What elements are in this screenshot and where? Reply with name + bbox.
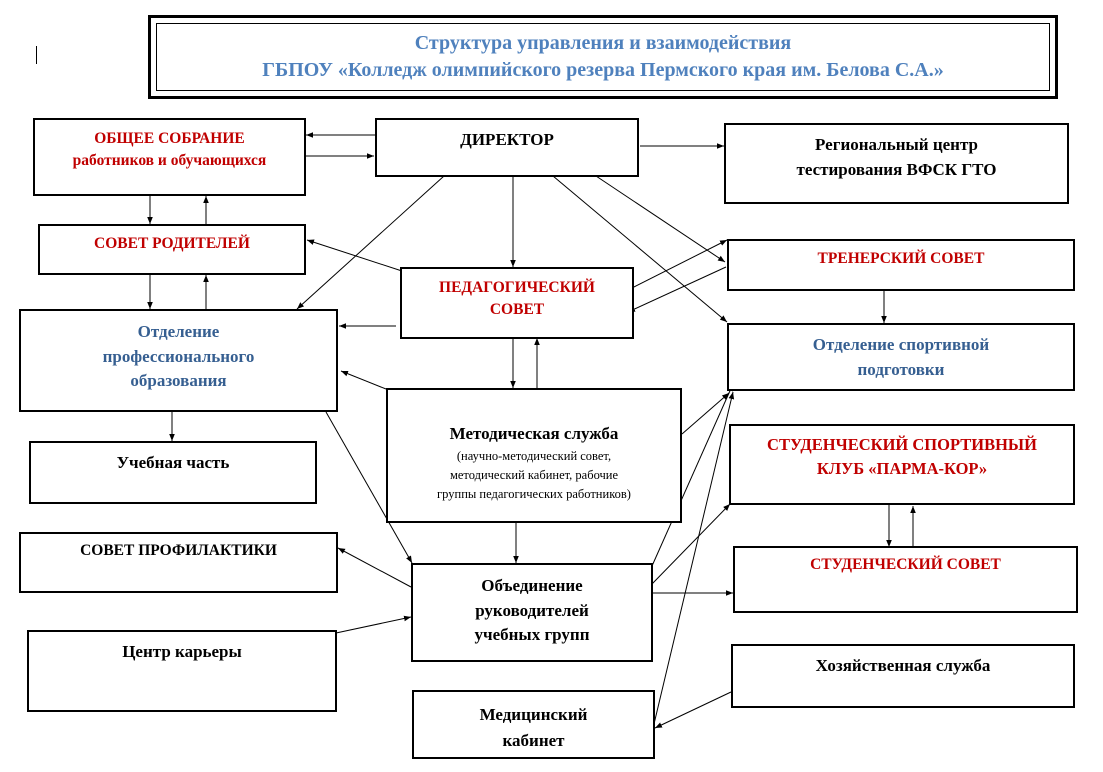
medical-office-line-1: Медицинский [479,705,588,724]
director-label: ДИРЕКТОР [460,130,554,149]
regional-center-line-2: тестирования ВФСК ГТО [796,159,997,179]
node-prof-education-dept: Отделение профессионального образования [19,309,338,412]
arrow-methodical-to-prof-dept [340,370,387,390]
career-center-label: Центр карьеры [122,642,242,661]
title-line-2: ГБПОУ «Колледж олимпийского резерва Перм… [262,59,944,81]
maintenance-service-label: Хозяйственная служба [815,656,991,675]
prof-education-line-3: образования [130,371,227,391]
pedagogical-council-line-1: ПЕДАГОГИЧЕСКИЙ [439,279,595,296]
arrow-methodical-to-sports-dept [681,392,730,435]
node-maintenance-service: Хозяйственная служба [731,644,1075,708]
group-leaders-line-3: учебных групп [474,625,590,645]
methodical-service-line-1: (научно-методический совет, [456,448,612,463]
prof-education-line-2: профессионального [102,346,255,366]
arrow-director-to-coaches [595,175,726,263]
node-methodical-service: Методическая служба (научно-методический… [386,388,682,523]
group-leaders-line-2: руководителей [475,600,589,620]
node-pedagogical-council: ПЕДАГОГИЧЕСКИЙ СОВЕТ [400,267,634,339]
sports-training-line-1: Отделение спортивной [812,335,990,354]
general-assembly-line-1: ОБЩЕЕ СОБРАНИЕ [94,130,245,147]
arrow-group-leaders-to-prevention [337,547,412,588]
methodical-service-line-2: методический кабинет, рабочие [449,468,619,483]
sports-club-line-1: СТУДЕНЧЕСКИЙ СПОРТИВНЫЙ [767,435,1037,454]
title-line-1: Структура управления и взаимодействия [414,32,792,54]
node-medical-office: Медицинский кабинет [412,690,655,759]
student-council-label: СТУДЕНЧЕСКИЙ СОВЕТ [810,556,1001,573]
text-cursor [36,46,37,64]
node-career-center: Центр карьеры [27,630,337,712]
node-parents-council: СОВЕТ РОДИТЕЛЕЙ [38,224,306,275]
general-assembly-line-2: работников и обучающихся [72,152,267,170]
academic-part-label: Учебная часть [116,453,230,472]
coaches-council-label: ТРЕНЕРСКИЙ СОВЕТ [817,250,985,267]
node-group-leaders-association: Объединение руководителей учебных групп [411,563,653,662]
node-student-council: СТУДЕНЧЕСКИЙ СОВЕТ [733,546,1078,613]
node-sports-training-dept: Отделение спортивной подготовки [727,323,1075,391]
arrow-group-leaders-to-sports-club [651,503,731,585]
arrow-ped-council-to-parents [306,239,403,272]
arrow-director-to-sports-dept [552,175,728,323]
node-general-assembly: ОБЩЕЕ СОБРАНИЕ работников и обучающихся [33,118,306,196]
arrow-career-to-group-leaders [335,615,412,634]
node-director: ДИРЕКТОР [375,118,639,177]
arrow-coaches-to-ped-council [627,266,727,313]
medical-office-line-2: кабинет [502,730,565,750]
arrow-director-to-prof-dept [296,175,445,310]
arrow-group-leaders-to-sports-dept [651,383,734,567]
prevention-council-label: СОВЕТ ПРОФИЛАКТИКИ [80,542,277,559]
sports-club-line-2: КЛУБ «ПАРМА-КОР» [816,458,988,478]
node-regional-center: Региональный центр тестирования ВФСК ГТО [724,123,1069,204]
node-academic-part: Учебная часть [29,441,317,504]
arrow-ped-council-to-coaches [633,239,728,288]
node-prevention-council: СОВЕТ ПРОФИЛАКТИКИ [19,532,338,593]
regional-center-line-1: Региональный центр [815,135,978,154]
methodical-service-title: Методическая служба [449,424,619,443]
page-title: Структура управления и взаимодействия ГБ… [156,23,1050,91]
node-student-sports-club: СТУДЕНЧЕСКИЙ СПОРТИВНЫЙ КЛУБ «ПАРМА-КОР» [729,424,1075,505]
node-coaches-council: ТРЕНЕРСКИЙ СОВЕТ [727,239,1075,291]
methodical-service-line-3: группы педагогических работников) [437,487,631,502]
sports-training-line-2: подготовки [857,359,945,379]
group-leaders-line-1: Объединение [481,576,583,595]
pedagogical-council-line-2: СОВЕТ [489,301,545,319]
parents-council-label: СОВЕТ РОДИТЕЛЕЙ [94,235,250,252]
title-frame: Структура управления и взаимодействия ГБ… [148,15,1058,99]
arrow-medical-to-sports-dept [653,391,735,725]
arrow-maintenance-to-medical [654,691,732,729]
arrow-prof-dept-to-group-leaders [325,411,413,564]
prof-education-line-1: Отделение [137,322,220,341]
